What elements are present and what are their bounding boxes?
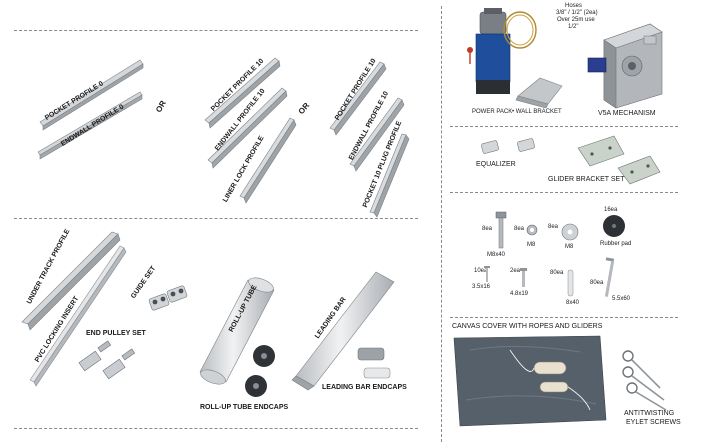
divider-top-left bbox=[14, 30, 418, 31]
bolt-m8x40-label: M8x40 bbox=[487, 252, 506, 258]
pocket-profile-0-rail bbox=[39, 59, 144, 131]
divider-right-1 bbox=[450, 126, 678, 127]
screw-35-label: 3.5x16 bbox=[472, 284, 491, 290]
screw-55-label: 5.5x60 bbox=[612, 296, 631, 302]
pocket-profile-10-b-rail bbox=[329, 61, 387, 136]
divider-vertical bbox=[441, 6, 442, 442]
rubber-pad-icon bbox=[603, 215, 625, 237]
antitwisting-eylet-screws-image bbox=[622, 350, 667, 411]
pocket-10-plug-profile-rail bbox=[369, 133, 410, 218]
wall-bracket-label: • WALL BRACKET bbox=[512, 109, 562, 115]
washer-qty: 8ea bbox=[548, 224, 559, 230]
rubber-pad-label: Rubber pad bbox=[600, 241, 632, 247]
or-label-1: OR bbox=[154, 99, 168, 114]
bolt-m8x40-qty: 8ea bbox=[482, 226, 493, 232]
endwall-profile-10-a-rail bbox=[207, 87, 288, 169]
hoses-line-1: Hoses bbox=[565, 3, 583, 9]
screw-48-qty: 2ea bbox=[510, 268, 521, 274]
washer-icon bbox=[561, 223, 579, 241]
leading-bar-endcaps-label: LEADING BAR ENDCAPS bbox=[322, 384, 407, 391]
leading-bar-endcaps bbox=[357, 347, 391, 379]
roll-up-tube-endcaps bbox=[245, 345, 275, 397]
bolt-m8x40-icon bbox=[495, 211, 507, 249]
under-track-profile-rail bbox=[21, 231, 121, 331]
screw-48-label: 4.8x19 bbox=[510, 291, 529, 297]
canvas-cover-image bbox=[453, 335, 607, 427]
guide-set-label: GUIDE SET bbox=[130, 265, 158, 301]
hoses-line-3: Over 25m use bbox=[557, 17, 595, 23]
endwall-profile-0-rail bbox=[37, 91, 143, 160]
roll-up-tube bbox=[199, 277, 275, 385]
v5a-mechanism-label: V5A MECHANISM bbox=[598, 110, 656, 117]
divider-mid-left bbox=[14, 218, 418, 219]
pocket-profile-0-label: POCKET PROFILE 0 bbox=[44, 80, 105, 122]
liner-lock-profile-rail bbox=[239, 117, 297, 204]
hoses-line-4: 1/2" bbox=[568, 24, 579, 30]
anchor-8x40-label: 8x40 bbox=[566, 300, 580, 306]
washer-label: M8 bbox=[565, 244, 574, 250]
end-pulley-set-parts bbox=[78, 340, 136, 380]
screw-48-icon bbox=[520, 268, 527, 287]
lock-washer-label: M8 bbox=[527, 242, 536, 248]
antitwisting-label-1: ANTITWISTING bbox=[624, 410, 675, 417]
hoses-line-2: 3/8" / 1/2" (2ea) bbox=[556, 10, 598, 16]
power-pack-image bbox=[467, 8, 537, 94]
equalizer-label: EQUALIZER bbox=[476, 161, 516, 168]
equalizer-image bbox=[481, 138, 535, 154]
end-pulley-set-label: END PULLEY SET bbox=[86, 330, 146, 337]
glider-bracket-set-image bbox=[577, 135, 661, 185]
roll-up-tube-endcaps-label: ROLL-UP TUBE ENDCAPS bbox=[200, 404, 289, 411]
v5a-mechanism-image bbox=[587, 23, 663, 109]
canvas-cover-title: CANVAS COVER WITH ROPES AND GLIDERS bbox=[452, 323, 603, 330]
divider-right-3 bbox=[450, 317, 678, 318]
wall-bracket-image bbox=[515, 77, 563, 109]
lock-washer-qty: 8ea bbox=[514, 226, 525, 232]
anchor-8x40-qty: 80ea bbox=[550, 270, 564, 276]
screw-35-qty: 10ea bbox=[474, 268, 488, 274]
lock-washer-icon bbox=[526, 224, 538, 236]
power-pack-label: POWER PACK bbox=[472, 109, 513, 115]
pocket-profile-10-a-rail bbox=[204, 57, 281, 129]
screw-55-icon bbox=[604, 257, 615, 297]
leading-bar bbox=[291, 271, 395, 391]
glider-bracket-set-label: GLIDER BRACKET SET bbox=[548, 176, 625, 183]
screw-35-icon bbox=[484, 266, 490, 282]
endwall-profile-10-b-rail bbox=[349, 97, 405, 172]
divider-right-2 bbox=[450, 192, 678, 193]
antitwisting-label-2: EYLET SCREWS bbox=[626, 419, 681, 426]
anchor-8x40-icon bbox=[567, 269, 574, 297]
divider-bottom-left bbox=[14, 428, 418, 429]
rubber-pad-qty: 16ea bbox=[604, 207, 618, 213]
pvc-locking-insert-rail bbox=[29, 245, 127, 387]
screw-55-qty: 80ea bbox=[590, 280, 604, 286]
guide-set-parts bbox=[148, 285, 188, 311]
or-label-2: OR bbox=[296, 101, 312, 116]
